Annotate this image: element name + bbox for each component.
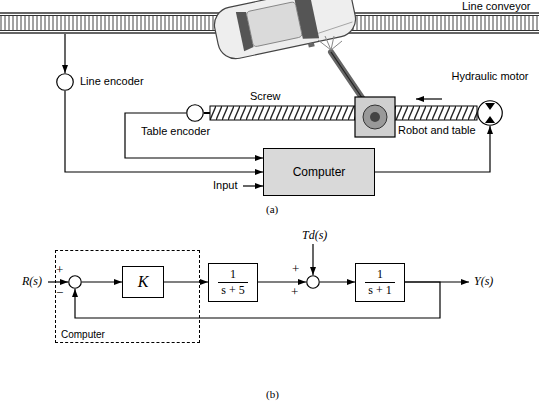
input-arrow [243, 185, 263, 186]
sign-label: + [291, 284, 298, 300]
box-label: Computer [293, 165, 346, 179]
part-label: Robot and table [398, 124, 476, 136]
sign-label: − [56, 285, 63, 301]
signal-connector [82, 281, 122, 282]
boundary-label: Computer [61, 329, 105, 340]
sign-label: + [292, 261, 299, 277]
gain-block: K [122, 266, 164, 298]
signal-connector [320, 281, 355, 282]
encoder-label: Table encoder [141, 125, 210, 137]
motor-symbol [477, 100, 503, 126]
transfer-function: s + 5 [218, 282, 247, 298]
conveyor-label: Line conveyor [460, 0, 533, 12]
signal-connector [164, 281, 208, 282]
motion-arrow [416, 98, 442, 99]
encoder-label: Line encoder [80, 75, 144, 87]
figure-label: (b) [266, 388, 279, 400]
transfer-block: 1s + 1 [355, 263, 405, 302]
transfer-block: 1s + 5 [208, 263, 258, 302]
part-label: Screw [250, 90, 281, 102]
gain-label: K [138, 273, 149, 291]
circle-outline [56, 73, 74, 91]
encoder-circle: Table encoder [186, 104, 204, 122]
summing-junction: ++ [306, 275, 320, 289]
summing-junction: +− [68, 275, 82, 289]
transfer-function: 1 [374, 267, 386, 282]
transfer-function: s + 1 [365, 282, 394, 298]
transfer-function: 1 [227, 267, 239, 282]
sign-label: + [56, 262, 63, 278]
figure-label: (a) [266, 203, 278, 215]
signal-name: R(s) [22, 274, 42, 289]
motor-label: Hydraulic motor [451, 70, 528, 82]
sensing-arrow [64, 34, 65, 73]
signal-connector [65, 91, 263, 172]
computer-boundary: +−KComputer [55, 250, 200, 343]
signal-name: Y(s) [474, 274, 493, 289]
input-signal-arrow [48, 281, 68, 282]
robot-table [355, 97, 395, 137]
circle-outline [186, 104, 204, 122]
signal-name: Td(s) [302, 228, 327, 243]
hydraulic-motor: Hydraulic motor [477, 100, 503, 126]
disturbance-arrow [312, 244, 313, 275]
circle-outline [306, 275, 320, 289]
circle-outline [68, 275, 82, 289]
encoder-circle: Line encoder [56, 73, 74, 91]
screw [204, 106, 477, 120]
computer-box: Computer [263, 148, 375, 196]
signal-connector [258, 281, 306, 282]
signal-label: Input [213, 179, 237, 191]
